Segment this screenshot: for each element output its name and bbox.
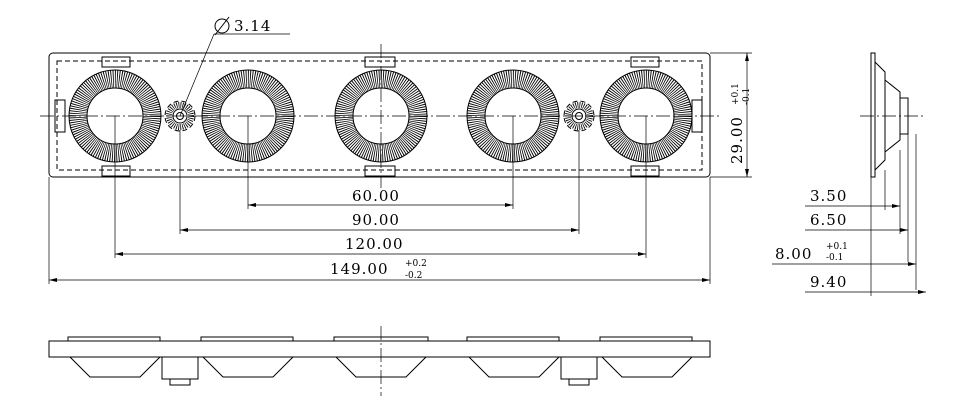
dim-60-label: 60.00 [352,187,400,205]
tab-bottom-5 [630,165,660,177]
bottom-lens-5 [601,356,693,378]
dim-120-label: 120.00 [345,235,404,253]
dim-149-tol-minus: -0.2 [405,271,422,281]
outer-outline [48,52,711,178]
dim-149-tol-plus: +0.2 [405,259,427,269]
tab-top-5 [630,56,660,68]
tab-top-1 [101,56,131,68]
side-plate [870,52,876,178]
dim-8-00-label: 8.00 [775,245,812,263]
tab-bottom-3 [364,165,396,177]
horizontal-dimensions: 60.00 90.00 120.00 149.00 +0.2 -0.2 [48,116,711,284]
diameter-leader [179,33,215,117]
bottom-lens-1 [69,356,161,378]
dim-29-tol-plus: +0.1 [731,83,741,105]
bottom-pin-left [161,356,199,380]
dim-9-40-label: 9.40 [810,273,847,291]
dim-90-label: 90.00 [352,211,400,229]
bottom-plate [48,340,711,358]
pin-left [164,100,196,132]
dim-29-tol-minus: -0.1 [742,88,752,105]
tab-top-3 [364,56,396,68]
diameter-symbol-icon [214,16,230,36]
bottom-lens-4 [468,356,560,378]
dim-8-tol-minus: -0.1 [826,253,843,263]
front-view: 3.14 [40,16,722,188]
dim-3-50-label: 3.50 [810,187,847,205]
dim-149-label: 149.00 [330,260,389,278]
dim-8-tol-plus: +0.1 [826,242,848,252]
bottom-pin-right [560,356,598,380]
tab-bottom-1 [101,165,131,177]
dim-6-50-label: 6.50 [810,211,847,229]
hole-diameter-label: 3.14 [234,17,271,35]
dim-29-label: 29.00 [728,116,746,164]
side-view: 3.50 6.50 8.00 +0.1 -0.1 9.40 [772,52,926,296]
pin-right [563,100,595,132]
bottom-lens-3 [335,356,427,378]
tab-left [54,99,66,133]
height-dimension: 29.00 +0.1 -0.1 [710,52,752,178]
bottom-lens-2 [202,356,294,378]
bottom-view [48,326,711,396]
